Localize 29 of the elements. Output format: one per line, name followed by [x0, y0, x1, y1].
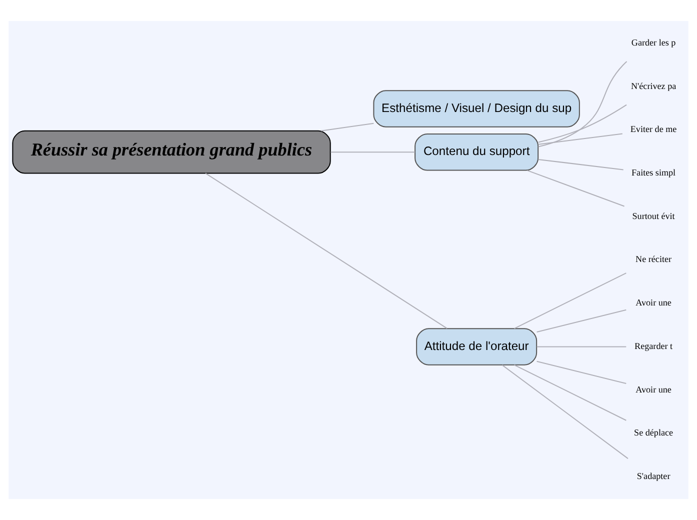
connector — [527, 170, 624, 207]
connector — [536, 360, 626, 384]
connector — [320, 122, 374, 132]
connector — [536, 346, 626, 348]
connector — [536, 309, 626, 333]
node-text: Avoir une — [636, 298, 672, 308]
connector — [514, 272, 626, 329]
node-text: S'adapter — [636, 471, 670, 482]
connector — [514, 364, 626, 421]
node-box: Attitude de l'orateur — [416, 328, 538, 366]
connector — [538, 61, 628, 148]
node-text: Eviter de me — [630, 124, 677, 134]
node-box: Contenu du support — [414, 133, 539, 171]
connector — [538, 158, 624, 170]
node-text: Faites simpl — [632, 167, 676, 178]
node-text: Se déplace — [634, 428, 674, 438]
connector — [502, 364, 628, 459]
node-text: Garder les p — [631, 37, 676, 48]
node-box: Réussir sa présentation grand publics — [12, 130, 331, 174]
connector — [538, 133, 622, 145]
node-text: Ne réciter — [636, 254, 672, 264]
node-box: Esthétisme / Visuel / Design du sup — [373, 90, 580, 128]
connector — [538, 104, 627, 143]
connector — [330, 152, 415, 153]
node-text: Surtout évit — [632, 210, 675, 221]
node-text: Regarder t — [634, 340, 673, 351]
node-text: N'écrivez pa — [630, 80, 676, 91]
connector — [205, 172, 448, 329]
node-text: Avoir une — [636, 384, 672, 394]
